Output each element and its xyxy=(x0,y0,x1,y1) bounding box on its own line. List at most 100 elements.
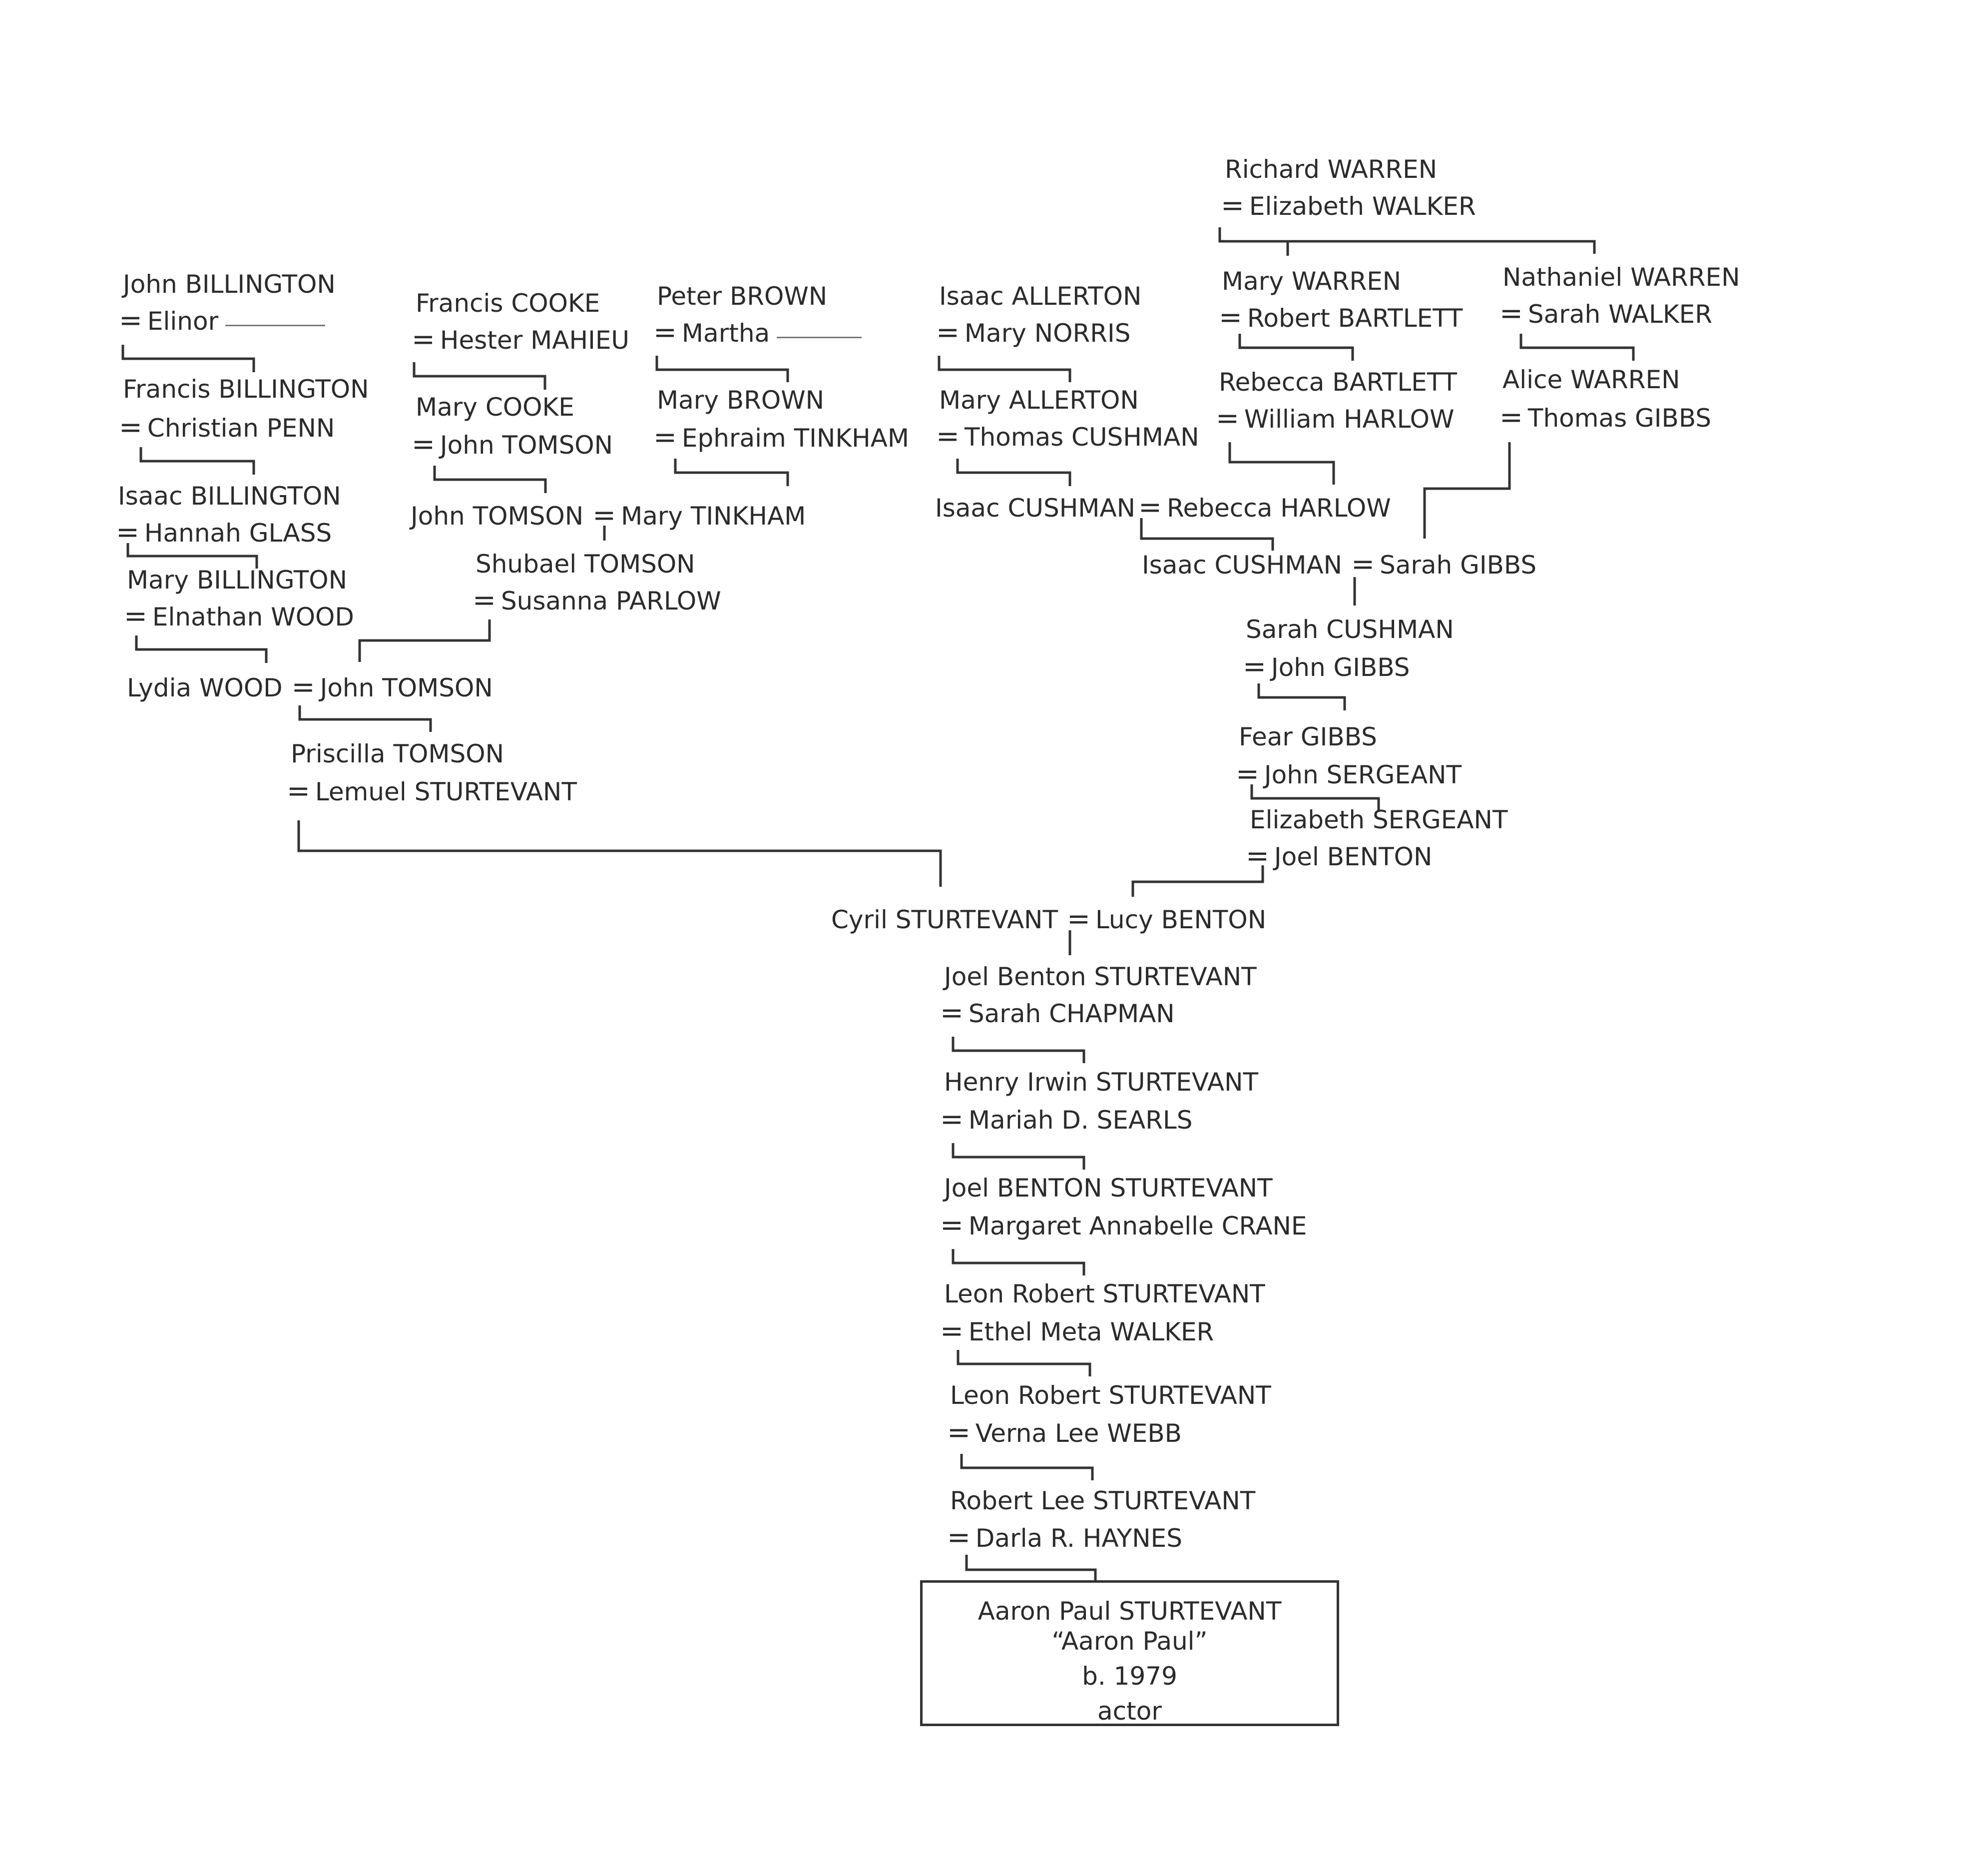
spouse-name: =William HARLOW xyxy=(1216,405,1454,433)
blank-surname xyxy=(777,332,862,338)
spouse-name: =Martha xyxy=(653,319,862,347)
spouse-label: Verna Lee WEBB xyxy=(975,1419,1182,1448)
spouse-name: =Hannah GLASS xyxy=(116,519,332,547)
spouse-label: John TOMSON xyxy=(320,673,493,702)
spouse-label: Christian PENN xyxy=(147,414,335,443)
spouse-label: Ethel Meta WALKER xyxy=(968,1317,1214,1346)
spouse-name: =Thomas CUSHMAN xyxy=(936,423,1199,451)
marriage-symbol: = xyxy=(287,775,310,807)
spouse-label: Mary NORRIS xyxy=(964,319,1131,348)
marriage-symbol: = xyxy=(1243,650,1266,683)
marriage-symbol: = xyxy=(1221,189,1244,222)
marriage-symbol: = xyxy=(947,1416,971,1449)
spouse-label: John SERGEANT xyxy=(1264,760,1462,789)
person-label: John TOMSON xyxy=(411,502,584,531)
person-name: Francis COOKE xyxy=(416,289,600,318)
spouse-label: Robert BARTLETT xyxy=(1247,304,1463,333)
marriage-symbol: = xyxy=(940,1103,964,1136)
marriage-symbol: = xyxy=(473,584,496,617)
spouse-label: Sarah WALKER xyxy=(1527,300,1712,329)
spouse-name: =Darla R. HAYNES xyxy=(947,1524,1182,1552)
spouse-name: =John GIBBS xyxy=(1243,653,1410,681)
spouse-name: =Joel BENTON xyxy=(1246,842,1432,870)
spouse-label: Susanna PARLOW xyxy=(500,587,721,616)
marriage-symbol: = xyxy=(936,316,960,349)
spouse-label: Elnathan WOOD xyxy=(152,603,354,631)
person-name: Isaac BILLINGTON xyxy=(118,482,341,511)
spouse-label: Sarah GIBBS xyxy=(1379,551,1537,580)
marriage-symbol: = xyxy=(940,1315,964,1347)
person-name: Henry Irwin STURTEVANT xyxy=(944,1068,1259,1097)
spouse-label: Martha xyxy=(681,319,770,348)
spouse-name: =Elnathan WOOD xyxy=(124,603,354,630)
spouse-name: =Verna Lee WEBB xyxy=(947,1419,1182,1447)
spouse-label: John TOMSON xyxy=(440,431,613,460)
marriage-symbol: = xyxy=(653,316,677,349)
spouse-label: John GIBBS xyxy=(1271,653,1410,682)
marriage-symbol: = xyxy=(940,1209,964,1242)
spouse-label: Mary TINKHAM xyxy=(621,502,806,531)
person-name: Fear GIBBS xyxy=(1239,722,1377,751)
marriage-symbol: = xyxy=(1499,297,1523,330)
spouse-label: Hester MAHIEU xyxy=(440,326,630,355)
marriage-symbol: = xyxy=(412,323,435,356)
spouse-label: Joel BENTON xyxy=(1274,842,1433,871)
subject-name: Aaron Paul STURTEVANT xyxy=(978,1597,1282,1626)
subject-alias: “Aaron Paul” xyxy=(1051,1627,1208,1656)
subject-birth: b. 1979 xyxy=(1082,1662,1177,1691)
marriage-symbol: = xyxy=(124,600,147,632)
spouse-name: =Robert BARTLETT xyxy=(1219,304,1463,332)
person-label: Cyril STURTEVANT xyxy=(831,905,1058,934)
marriage-symbol: = xyxy=(1138,491,1162,524)
person-name: Mary COOKE xyxy=(416,393,574,422)
marriage-symbol: = xyxy=(1067,903,1090,935)
couple: Isaac CUSHMAN=Sarah GIBBS xyxy=(1142,551,1536,579)
marriage-symbol: = xyxy=(1246,840,1269,872)
person-name: Mary BILLINGTON xyxy=(127,566,347,595)
spouse-name: =Christian PENN xyxy=(119,414,335,442)
marriage-symbol: = xyxy=(592,499,616,532)
spouse-name: =Thomas GIBBS xyxy=(1499,404,1711,432)
spouse-label: Darla R. HAYNES xyxy=(975,1524,1182,1553)
spouse-label: Rebecca HARLOW xyxy=(1166,494,1391,523)
couple: Lydia WOOD=John TOMSON xyxy=(127,673,493,701)
spouse-label: Margaret Annabelle CRANE xyxy=(968,1212,1307,1241)
person-name: Joel Benton STURTEVANT xyxy=(944,962,1257,991)
marriage-symbol: = xyxy=(936,420,960,453)
blank-surname xyxy=(225,320,326,326)
person-name: Rebecca BARTLETT xyxy=(1219,368,1458,397)
person-name: Robert Lee STURTEVANT xyxy=(950,1486,1256,1515)
marriage-symbol: = xyxy=(116,516,139,549)
marriage-symbol: = xyxy=(1351,548,1375,581)
spouse-label: Thomas GIBBS xyxy=(1527,404,1711,433)
person-name: Mary ALLERTON xyxy=(939,386,1139,415)
marriage-symbol: = xyxy=(119,304,142,337)
spouse-label: Elizabeth WALKER xyxy=(1249,192,1476,221)
spouse-name: =Mariah D. SEARLS xyxy=(940,1106,1193,1134)
person-name: John BILLINGTON xyxy=(123,270,336,299)
person-label: Isaac CUSHMAN xyxy=(935,494,1136,523)
marriage-symbol: = xyxy=(947,1521,971,1554)
spouse-name: =Elinor xyxy=(119,304,326,337)
marriage-symbol: = xyxy=(119,411,142,444)
person-label: Lydia WOOD xyxy=(127,673,283,702)
person-name: Alice WARREN xyxy=(1502,365,1680,394)
person-name: Joel BENTON STURTEVANT xyxy=(944,1174,1273,1203)
subject-occupation: actor xyxy=(1097,1697,1162,1726)
spouse-label: Lemuel STURTEVANT xyxy=(315,777,577,806)
spouse-name: =Sarah CHAPMAN xyxy=(940,999,1175,1027)
person-name: Mary WARREN xyxy=(1222,267,1402,296)
spouse-label: Lucy BENTON xyxy=(1095,905,1267,934)
spouse-label: Thomas CUSHMAN xyxy=(964,423,1199,452)
person-name: Richard WARREN xyxy=(1225,155,1438,184)
spouse-label: Ephraim TINKHAM xyxy=(681,424,910,453)
spouse-label: Elinor xyxy=(147,307,219,336)
couple: John TOMSON =Mary TINKHAM xyxy=(411,502,806,530)
spouse-name: =Mary NORRIS xyxy=(936,319,1130,347)
spouse-name: =Lemuel STURTEVANT xyxy=(287,777,577,805)
marriage-symbol: = xyxy=(1236,758,1259,790)
spouse-name: =Hester MAHIEU xyxy=(412,326,629,354)
marriage-symbol: = xyxy=(653,421,677,454)
person-name: Leon Robert STURTEVANT xyxy=(944,1279,1265,1308)
